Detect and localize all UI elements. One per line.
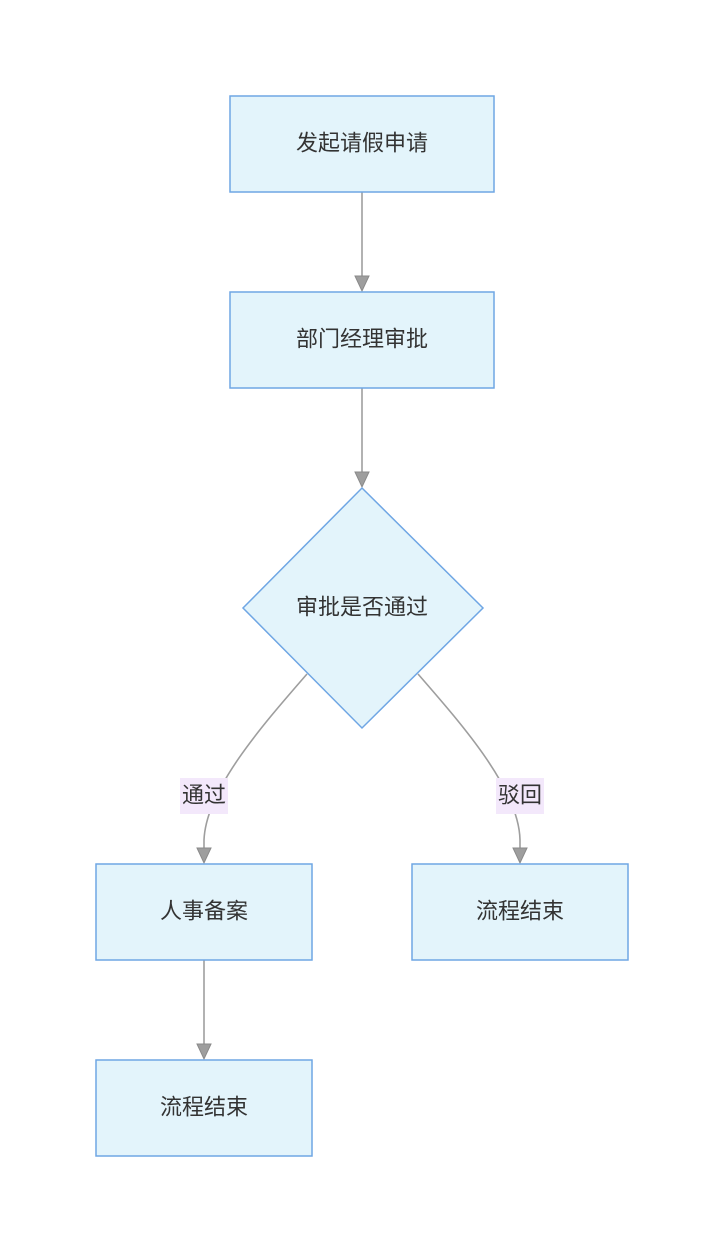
edges bbox=[196, 192, 528, 1061]
node-end-rejected-label: 流程结束 bbox=[476, 900, 564, 925]
node-manager-approval: 部门经理审批 bbox=[229, 291, 495, 389]
arrowhead-decision-to-hr bbox=[196, 847, 212, 865]
node-decision-label: 审批是否通过 bbox=[296, 596, 428, 621]
node-start: 发起请假申请 bbox=[229, 95, 495, 193]
node-end-approved-box bbox=[95, 1059, 313, 1157]
node-decision: 审批是否通过 bbox=[241, 486, 485, 730]
node-end-rejected-box bbox=[411, 863, 629, 961]
edge-decision-to-hr bbox=[203, 673, 308, 848]
node-start-label: 发起请假申请 bbox=[296, 132, 428, 157]
node-end-approved-label: 流程结束 bbox=[160, 1096, 248, 1121]
node-manager-approval-label: 部门经理审批 bbox=[296, 328, 428, 353]
edge-label-rejected: 驳回 bbox=[496, 778, 544, 814]
node-manager-approval-box bbox=[229, 291, 495, 389]
edge-label-rejected-text: 驳回 bbox=[498, 784, 542, 809]
arrowhead-start-to-manager bbox=[354, 275, 370, 293]
node-hr-record: 人事备案 bbox=[95, 863, 313, 961]
edge-label-approved-text: 通过 bbox=[182, 784, 226, 809]
arrowhead-decision-to-end-rejected bbox=[512, 847, 528, 865]
node-start-box bbox=[229, 95, 495, 193]
arrowhead-hr-to-end-approved bbox=[196, 1043, 212, 1061]
edge-decision-to-end-rejected bbox=[417, 673, 521, 848]
edge-label-approved: 通过 bbox=[180, 778, 228, 814]
edge-label-rejected-bg bbox=[496, 778, 544, 814]
edge-label-approved-bg bbox=[180, 778, 228, 814]
node-end-approved: 流程结束 bbox=[95, 1059, 313, 1157]
node-decision-diamond bbox=[241, 486, 485, 730]
node-hr-record-box bbox=[95, 863, 313, 961]
node-end-rejected: 流程结束 bbox=[411, 863, 629, 961]
node-hr-record-label: 人事备案 bbox=[160, 900, 248, 925]
arrowhead-manager-to-decision bbox=[354, 471, 370, 489]
